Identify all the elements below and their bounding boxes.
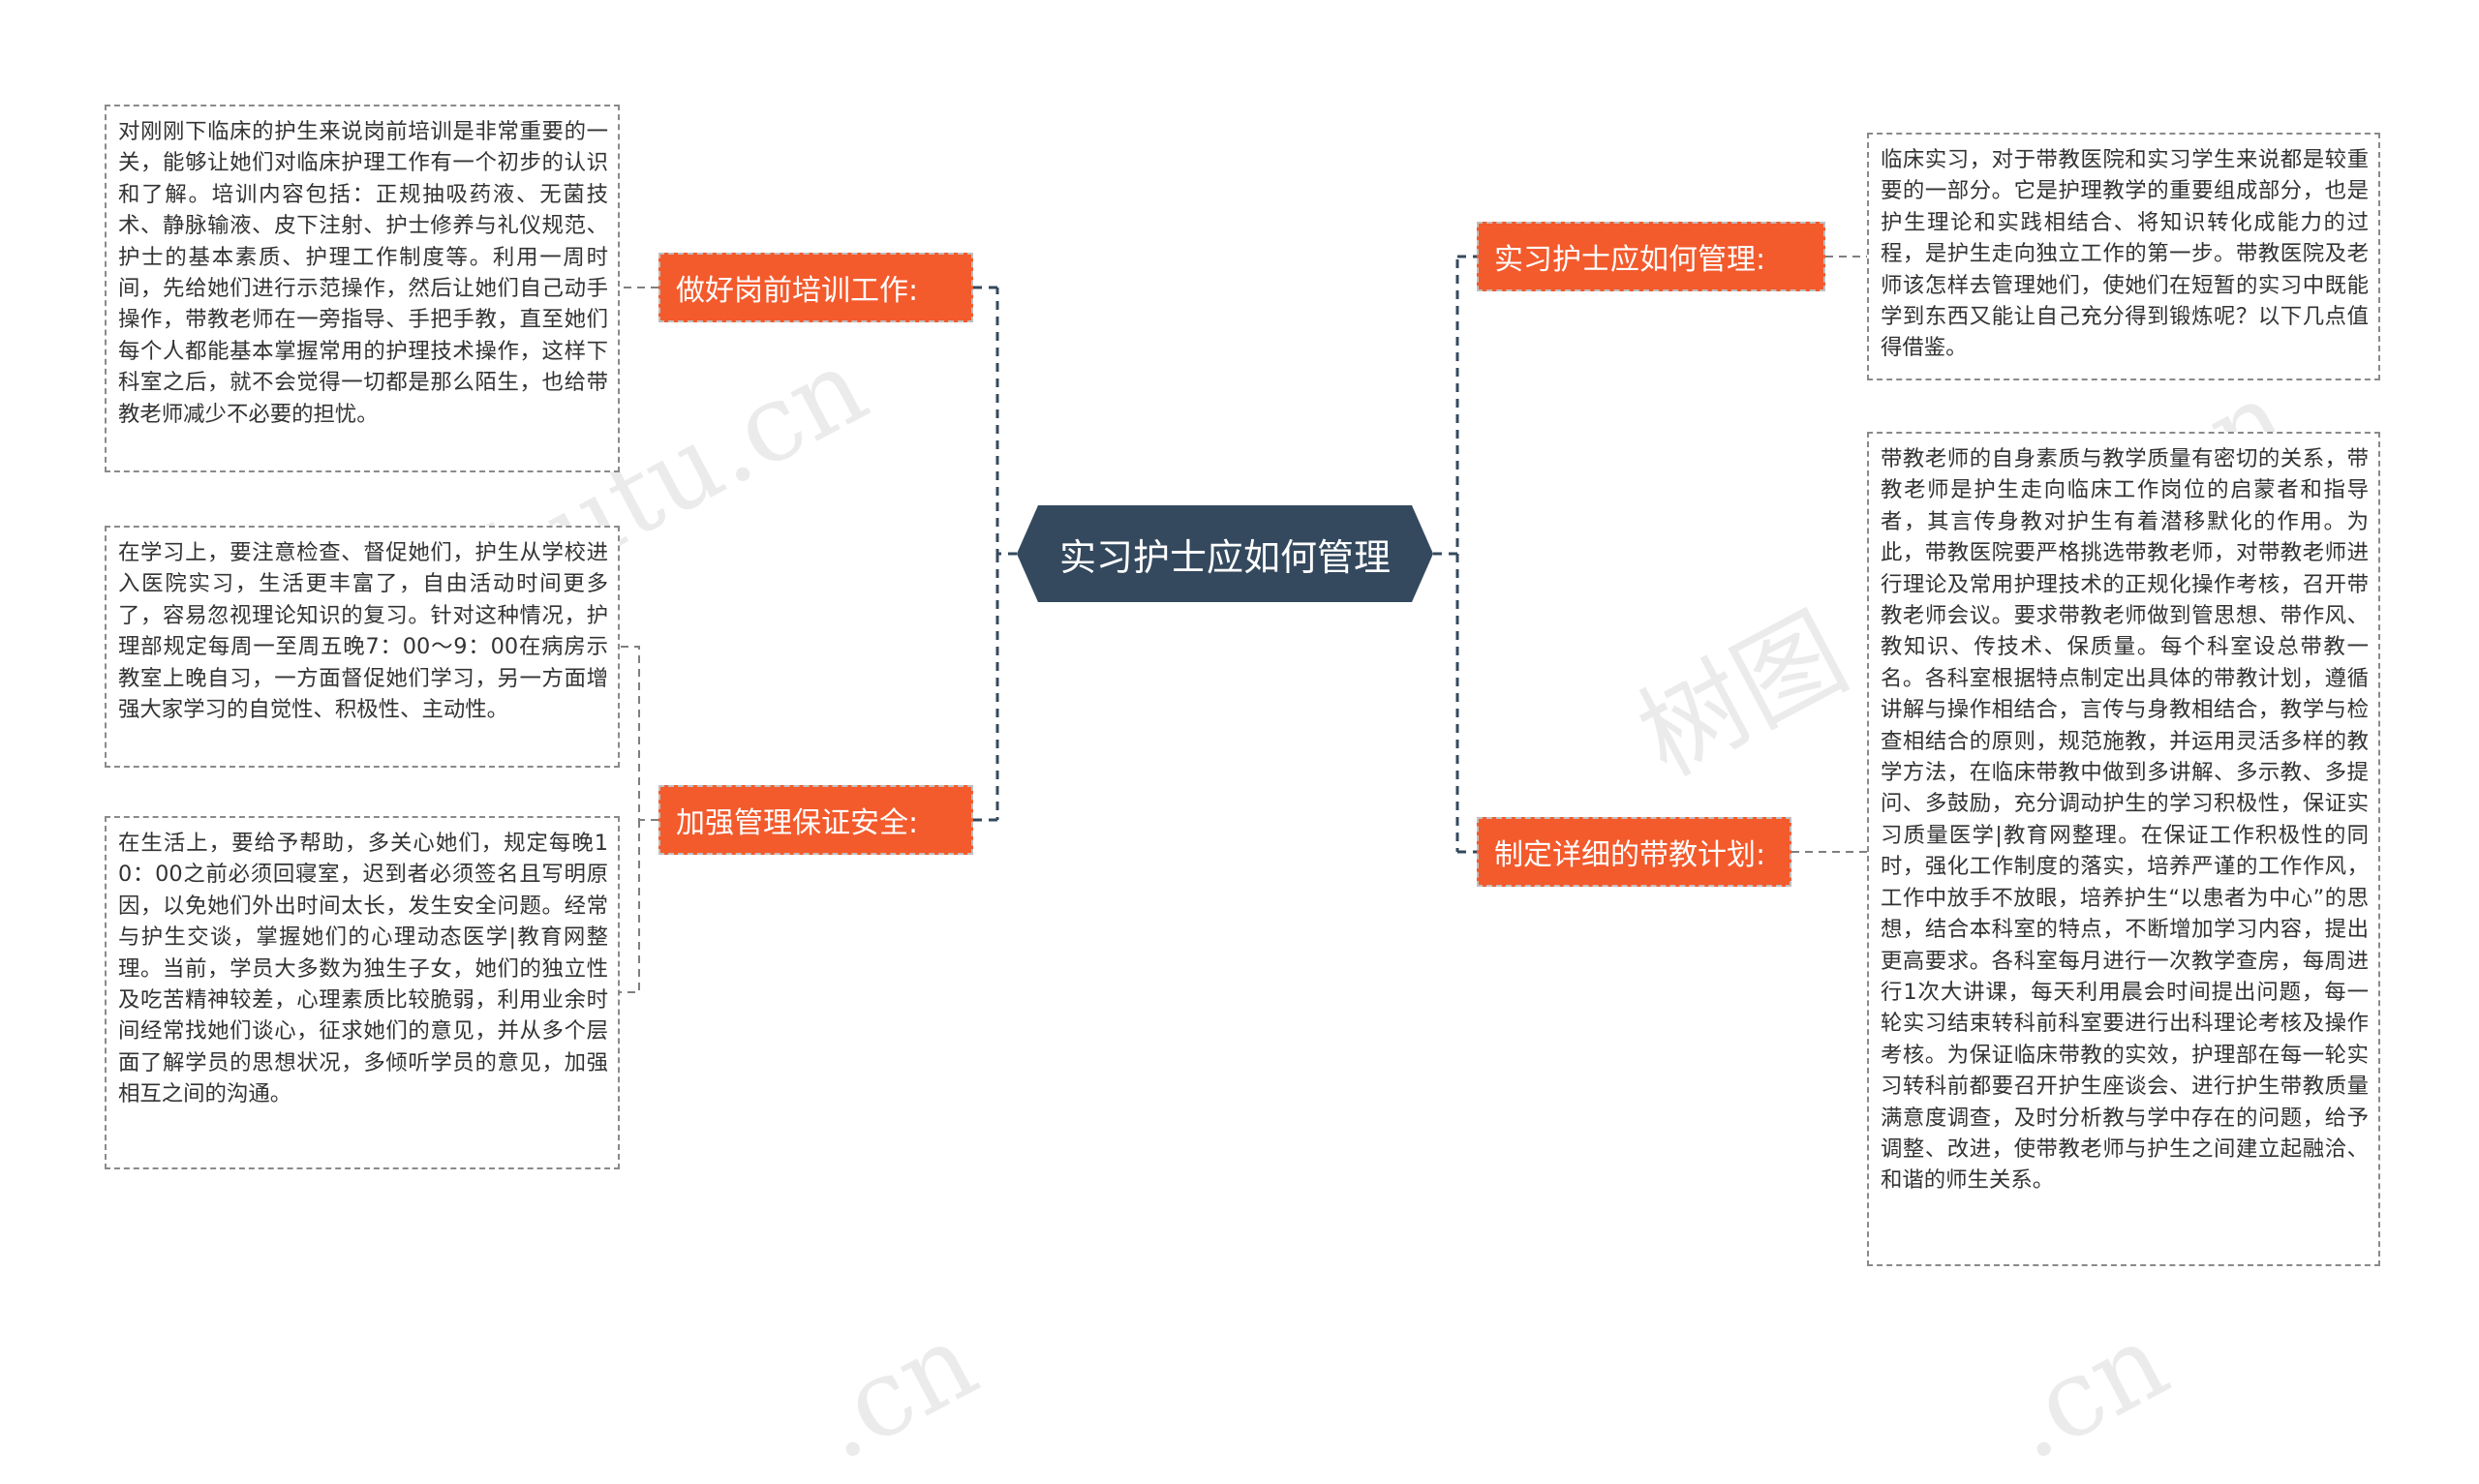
leaf-clinical-internship[interactable]: 临床实习，对于带教医院和实习学生来说都是较重要的一部分。它是护理教学的重要组成部…	[1867, 133, 2380, 380]
leaf-study-supervision[interactable]: 在学习上，要注意检查、督促她们，护生从学校进入医院实习，生活更丰富了，自由活动时…	[105, 526, 620, 768]
connector-branch-2-leaves	[620, 646, 658, 993]
branch-label: 加强管理保证安全:	[676, 806, 919, 840]
leaf-life-care[interactable]: 在生活上，要给予帮助，多关心她们，规定每晚10：00之前必须回寝室，迟到者必须签…	[105, 816, 620, 1169]
branch-intern-management[interactable]: 实习护士应如何管理:	[1477, 222, 1825, 291]
branch-label: 做好岗前培训工作:	[676, 274, 919, 308]
branch-pre-job-training[interactable]: 做好岗前培训工作:	[658, 253, 973, 322]
connector-center-left	[995, 288, 1017, 820]
leaf-teacher-quality[interactable]: 带教老师的自身素质与教学质量有密切的关系，带教老师是护生走向临床工作岗位的启蒙者…	[1867, 432, 2380, 1266]
branch-strengthen-management[interactable]: 加强管理保证安全:	[658, 785, 973, 855]
leaf-training-content[interactable]: 对刚刚下临床的护生来说岗前培训是非常重要的一关，能够让她们对临床护理工作有一个初…	[105, 105, 620, 472]
branch-label: 制定详细的带教计划:	[1494, 838, 1766, 872]
central-topic-label: 实习护士应如何管理	[1058, 535, 1391, 579]
branch-label: 实习护士应如何管理:	[1494, 243, 1766, 277]
branch-detailed-teaching-plan[interactable]: 制定详细的带教计划:	[1477, 817, 1791, 887]
connector-lines	[620, 255, 1867, 993]
connector-center-right	[1433, 257, 1459, 852]
central-topic[interactable]: 实习护士应如何管理	[1017, 505, 1433, 602]
